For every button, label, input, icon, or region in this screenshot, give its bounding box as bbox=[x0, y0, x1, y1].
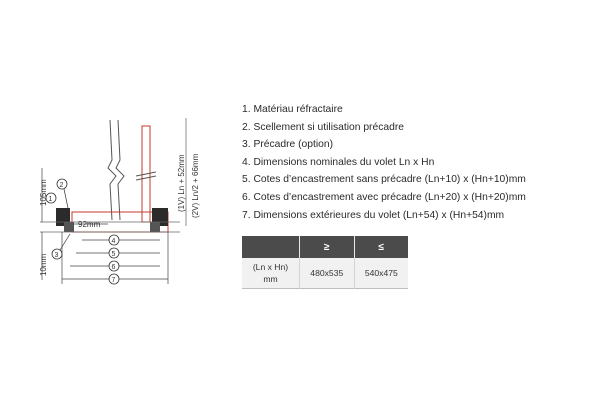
header-empty bbox=[242, 236, 300, 258]
callout-7: 7 bbox=[108, 273, 120, 285]
callout-3: 3 bbox=[51, 248, 63, 260]
legend-item-4: 4. Dimensions nominales du volet Ln x Hn bbox=[242, 156, 435, 168]
refractory-block-left bbox=[56, 208, 70, 226]
callout-6: 6 bbox=[108, 260, 120, 272]
vertical-label-1: (1V) Ln + 52mm bbox=[177, 154, 186, 212]
header-max: ≤ bbox=[354, 236, 408, 258]
callout-5: 5 bbox=[108, 247, 120, 259]
legend-item-5: 5. Cotes d’encastrement sans précadre (L… bbox=[242, 174, 526, 186]
spec-table-header: ≥ ≤ bbox=[242, 236, 408, 258]
spec-table: ≥ ≤ (Ln x Hn) mm 480x535 540x475 bbox=[242, 236, 408, 289]
tube-break bbox=[135, 171, 157, 177]
dim-10mm-label: 10mm bbox=[39, 253, 48, 276]
svg-text:6: 6 bbox=[112, 264, 116, 271]
legend-item-1: 1. Matériau réfractaire bbox=[242, 104, 343, 115]
refractory-block-right-inner bbox=[150, 222, 160, 232]
wall-line-left bbox=[107, 119, 117, 221]
svg-text:4: 4 bbox=[112, 238, 116, 245]
svg-text:1: 1 bbox=[49, 196, 53, 203]
refractory-block-right bbox=[152, 208, 168, 226]
callout-2-leader bbox=[63, 188, 69, 209]
svg-text:7: 7 bbox=[112, 277, 116, 284]
callout-2: 2 bbox=[56, 178, 68, 190]
header-min: ≥ bbox=[299, 236, 355, 258]
vertical-label-2: (2V) Ln/2 + 66mm bbox=[191, 153, 200, 218]
legend-item-3: 3. Précadre (option) bbox=[242, 139, 334, 151]
svg-text:5: 5 bbox=[112, 251, 116, 258]
legend-list: 1. Matériau réfractaire 2. Scellement si… bbox=[242, 101, 526, 224]
row-label-line2: mm bbox=[263, 274, 278, 284]
legend-item-2: 2. Scellement si utilisation précadre bbox=[242, 121, 404, 133]
value-min: 480x535 bbox=[299, 258, 355, 289]
legend-item-6: 6. Cotes d’encastrement avec précadre (L… bbox=[242, 191, 526, 203]
callout-1: 1 bbox=[45, 192, 57, 204]
row-label: (Ln x Hn) mm bbox=[242, 258, 300, 289]
row-label-line1: (Ln x Hn) bbox=[252, 262, 289, 272]
callout-3-leader bbox=[59, 233, 71, 251]
table-row: (Ln x Hn) mm 480x535 540x475 bbox=[242, 258, 408, 289]
value-max: 540x475 bbox=[354, 258, 408, 289]
svg-text:2: 2 bbox=[60, 182, 64, 189]
dim-105mm-label: 105mm bbox=[39, 179, 48, 206]
legend-item-7: 7. Dimensions extérieures du volet (Ln+5… bbox=[242, 209, 505, 221]
dim-92mm-label: 92mm bbox=[78, 220, 101, 229]
svg-text:3: 3 bbox=[55, 252, 59, 259]
callout-4: 4 bbox=[108, 234, 120, 246]
wall-line-right bbox=[115, 119, 125, 221]
tube-break-2 bbox=[135, 175, 157, 181]
refractory-block-left-inner bbox=[64, 222, 74, 232]
